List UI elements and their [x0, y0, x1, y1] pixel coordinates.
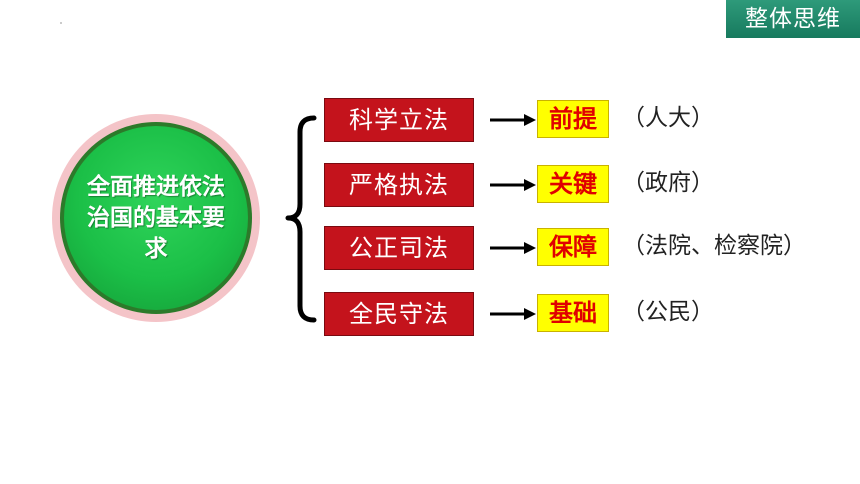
requirement-row-4: 全民守法 基础 （公民）	[0, 292, 860, 336]
corner-tag: 整体思维	[726, 0, 860, 38]
responsible-subject: （人大）	[622, 105, 714, 131]
requirement-label: 公正司法	[324, 226, 474, 270]
requirement-label: 全民守法	[324, 292, 474, 336]
requirement-row-2: 严格执法 关键 （政府）	[0, 163, 860, 207]
arrow-right-icon	[490, 114, 536, 126]
responsible-subject: （公民）	[622, 299, 714, 325]
center-title: 全面推进依法治国的基本要求	[87, 173, 225, 262]
role-badge: 关键	[537, 165, 609, 203]
arrow-right-icon	[490, 308, 536, 320]
responsible-subject: （法院、检察院）	[622, 233, 806, 259]
role-badge: 基础	[537, 294, 609, 332]
decorative-dot	[60, 22, 62, 24]
curly-brace-icon	[285, 115, 317, 323]
arrow-right-icon	[490, 179, 536, 191]
role-badge: 前提	[537, 100, 609, 138]
role-badge: 保障	[537, 228, 609, 266]
requirement-label: 科学立法	[324, 98, 474, 142]
requirement-label: 严格执法	[324, 163, 474, 207]
center-circle: 全面推进依法治国的基本要求	[64, 126, 248, 310]
requirement-row-1: 科学立法 前提 （人大）	[0, 98, 860, 142]
arrow-right-icon	[490, 242, 536, 254]
requirement-row-3: 公正司法 保障 （法院、检察院）	[0, 226, 860, 270]
responsible-subject: （政府）	[622, 170, 714, 196]
